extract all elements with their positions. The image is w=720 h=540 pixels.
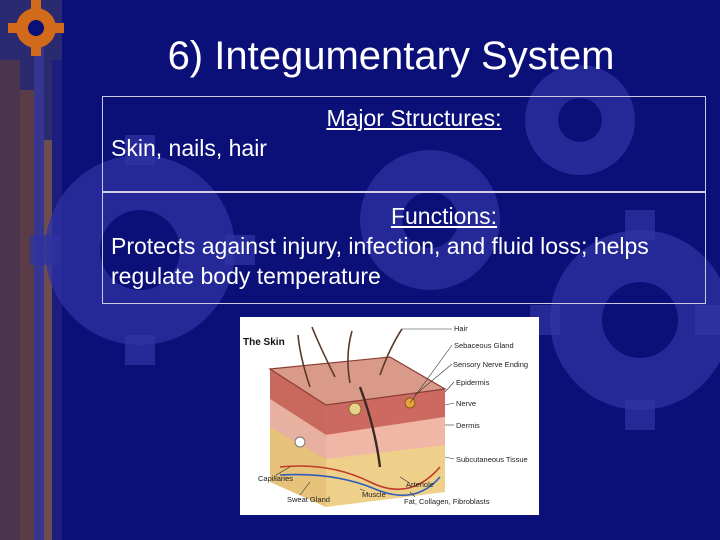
label-nerve: Nerve	[456, 399, 477, 408]
label-sweat-gland: Sweat Gland	[287, 495, 330, 504]
table-row: Functions: Protects against injury, infe…	[103, 193, 705, 303]
row-heading: Functions:	[390, 203, 498, 229]
label-arteriole: Arteriole	[406, 480, 434, 489]
label-sensory-nerve-ending: Sensory Nerve Ending	[453, 360, 529, 369]
figure-title: The Skin	[243, 337, 285, 348]
row-heading: Major Structures:	[326, 105, 502, 131]
skin-cross-section-illustration	[268, 326, 455, 507]
label-fat-collagen-fibroblasts: Fat, Collagen, Fibroblasts	[404, 497, 490, 506]
label-sebaceous-gland: Sebaceous Gland	[454, 341, 514, 350]
table-row: Major Structures: Skin, nails, hair	[103, 97, 705, 193]
label-muscle: Muscle	[362, 490, 386, 499]
label-epidermis: Epidermis	[456, 378, 490, 387]
label-dermis: Dermis	[456, 421, 480, 430]
slide-title: 6) Integumentary System	[167, 34, 615, 78]
orange-gear-icon	[8, 0, 64, 56]
info-table: Major Structures: Skin, nails, hair Func…	[102, 96, 706, 304]
row-body: Skin, nails, hair	[111, 135, 267, 161]
skin-diagram: The Skin Hair Sebaceous Gland Sensory Ne…	[240, 317, 539, 515]
label-subcutaneous-tissue: Subcutaneous Tissue	[456, 455, 528, 464]
label-hair: Hair	[454, 324, 468, 333]
row-body: Protects against injury, infection, and …	[111, 233, 649, 289]
label-capillaries: Capillaries	[258, 474, 294, 483]
